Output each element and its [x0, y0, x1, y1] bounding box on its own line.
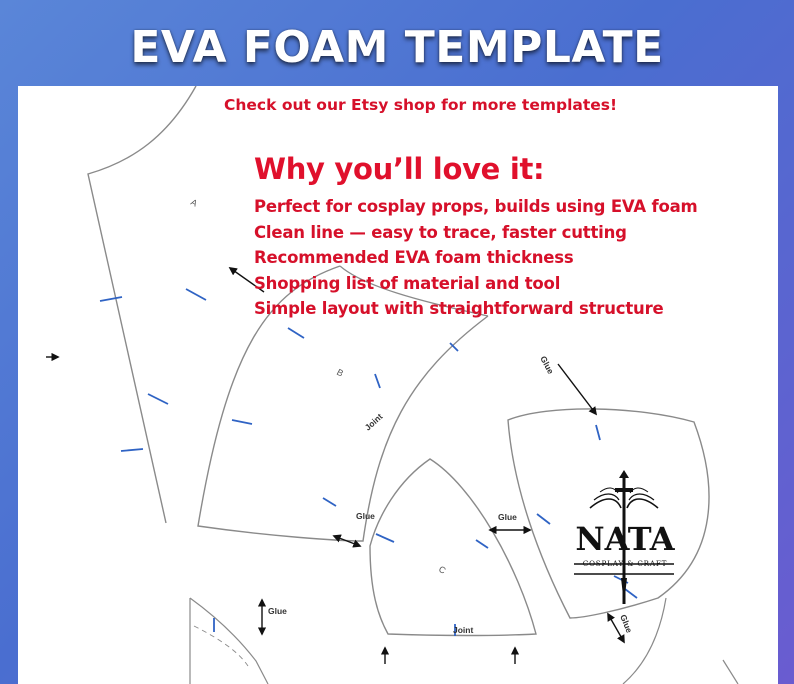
glue-label: Glue: [618, 613, 634, 635]
brand-logo-text: NATA: [575, 520, 675, 558]
glue-label: Glue: [498, 512, 517, 522]
etsy-promo: Check out our Etsy shop for more templat…: [224, 96, 618, 114]
pattern-piece-d: [507, 408, 710, 619]
glue-label: Glue: [538, 354, 556, 376]
pattern-piece-b-top: [339, 265, 489, 317]
brand-tagline: COSPLAY & CRAFT: [582, 559, 668, 568]
pattern-piece-b: [197, 265, 489, 542]
why-heading: Why you’ll love it:: [254, 152, 545, 186]
feature-item: Shopping list of material and tool: [254, 273, 561, 293]
template-sheet: A B C Glue Glue Glue Glue Glue Joint Joi…: [18, 86, 778, 684]
glue-label: Glue: [356, 511, 375, 521]
feature-item: Perfect for cosplay props, builds using …: [254, 197, 698, 216]
feature-item: Clean line — easy to trace, faster cutti…: [254, 222, 627, 242]
pattern-piece-bottom-right: [622, 597, 667, 684]
pattern-piece-a: [87, 86, 197, 524]
piece-letter-a: A: [189, 197, 199, 209]
joint-label: Joint: [363, 411, 385, 432]
piece-letter-b: B: [335, 367, 345, 379]
piece-letter-c: C: [437, 564, 448, 576]
glue-label: Glue: [268, 606, 287, 616]
joint-tick-marks: [99, 288, 638, 636]
feature-item: Recommended EVA foam thickness: [254, 248, 574, 267]
pattern-drawing: A B C Glue Glue Glue Glue Glue Joint Joi…: [46, 86, 739, 684]
sword-emblem: [574, 470, 674, 604]
pattern-piece-c: [369, 458, 537, 637]
alignment-arrows: [46, 267, 625, 664]
feature-item: Simple layout with straightforward struc…: [254, 299, 664, 318]
joint-label: Joint: [453, 625, 473, 635]
feature-list: Perfect for cosplay props, builds using …: [254, 194, 698, 322]
page-title: EVA FOAM TEMPLATE: [130, 22, 664, 73]
